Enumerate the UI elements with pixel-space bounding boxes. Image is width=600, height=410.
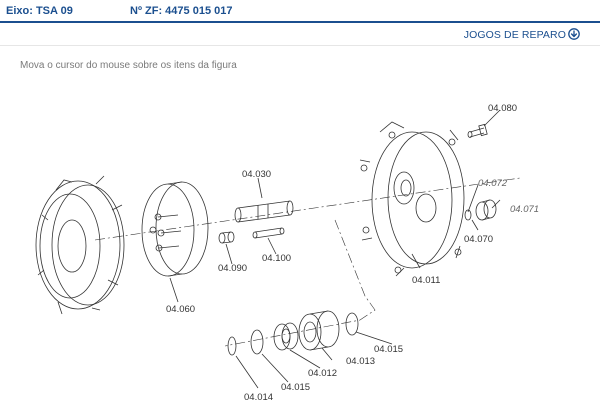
exploded-diagram: 04.080 04.072 04.071 04.070 04.030 04.09… xyxy=(35,103,539,403)
part-04-080-screw[interactable] xyxy=(467,123,488,138)
part-04-011-hub-housing[interactable] xyxy=(359,121,465,277)
part-04-013-bearing[interactable] xyxy=(298,310,340,351)
header: Eixo: TSA 09 Nº ZF: 4475 015 017 xyxy=(0,0,600,23)
callout-04-090[interactable]: 04.090 xyxy=(218,263,247,274)
instruction-text: Mova o cursor do mouse sobre os itens da… xyxy=(20,60,237,71)
callout-04-014[interactable]: 04.014 xyxy=(244,392,273,403)
callout-04-030[interactable]: 04.030 xyxy=(242,169,271,180)
callout-04-080[interactable]: 04.080 xyxy=(488,103,517,114)
axle-label: Eixo: TSA 09 xyxy=(6,5,73,17)
separator xyxy=(0,45,600,46)
part-04-015-ring[interactable] xyxy=(250,329,264,355)
part-04-060-drum[interactable] xyxy=(141,181,209,277)
callout-04-071[interactable]: 04.071 xyxy=(510,204,539,215)
callout-04-100[interactable]: 04.100 xyxy=(262,253,291,264)
part-04-070-cap[interactable] xyxy=(464,199,497,221)
zf-number-label: Nº ZF: 4475 015 017 xyxy=(130,5,233,17)
callout-04-012[interactable]: 04.012 xyxy=(308,368,337,379)
repair-kits-link[interactable]: JOGOS DE REPARO xyxy=(463,29,566,41)
callout-04-072[interactable]: 04.072 xyxy=(478,178,508,189)
part-04-060-flange[interactable] xyxy=(35,175,125,315)
part-04-100-pin[interactable] xyxy=(252,227,285,239)
part-04-012-bearing[interactable] xyxy=(273,322,299,351)
header-rule xyxy=(0,21,600,23)
callout-04-060[interactable]: 04.060 xyxy=(166,304,195,315)
circle-arrow-down-icon[interactable] xyxy=(568,28,580,40)
callout-04-015-left[interactable]: 04.015 xyxy=(281,382,310,393)
part-04-030-shaft[interactable] xyxy=(234,200,294,223)
part-04-015-ring-right[interactable] xyxy=(345,312,359,336)
part-04-090-sleeve[interactable] xyxy=(218,231,235,244)
part-04-014-ring[interactable] xyxy=(227,336,237,356)
callout-04-011[interactable]: 04.011 xyxy=(412,275,440,286)
callout-04-015-right[interactable]: 04.015 xyxy=(374,344,403,355)
callout-04-013[interactable]: 04.013 xyxy=(346,356,375,367)
callout-04-070[interactable]: 04.070 xyxy=(464,234,493,245)
